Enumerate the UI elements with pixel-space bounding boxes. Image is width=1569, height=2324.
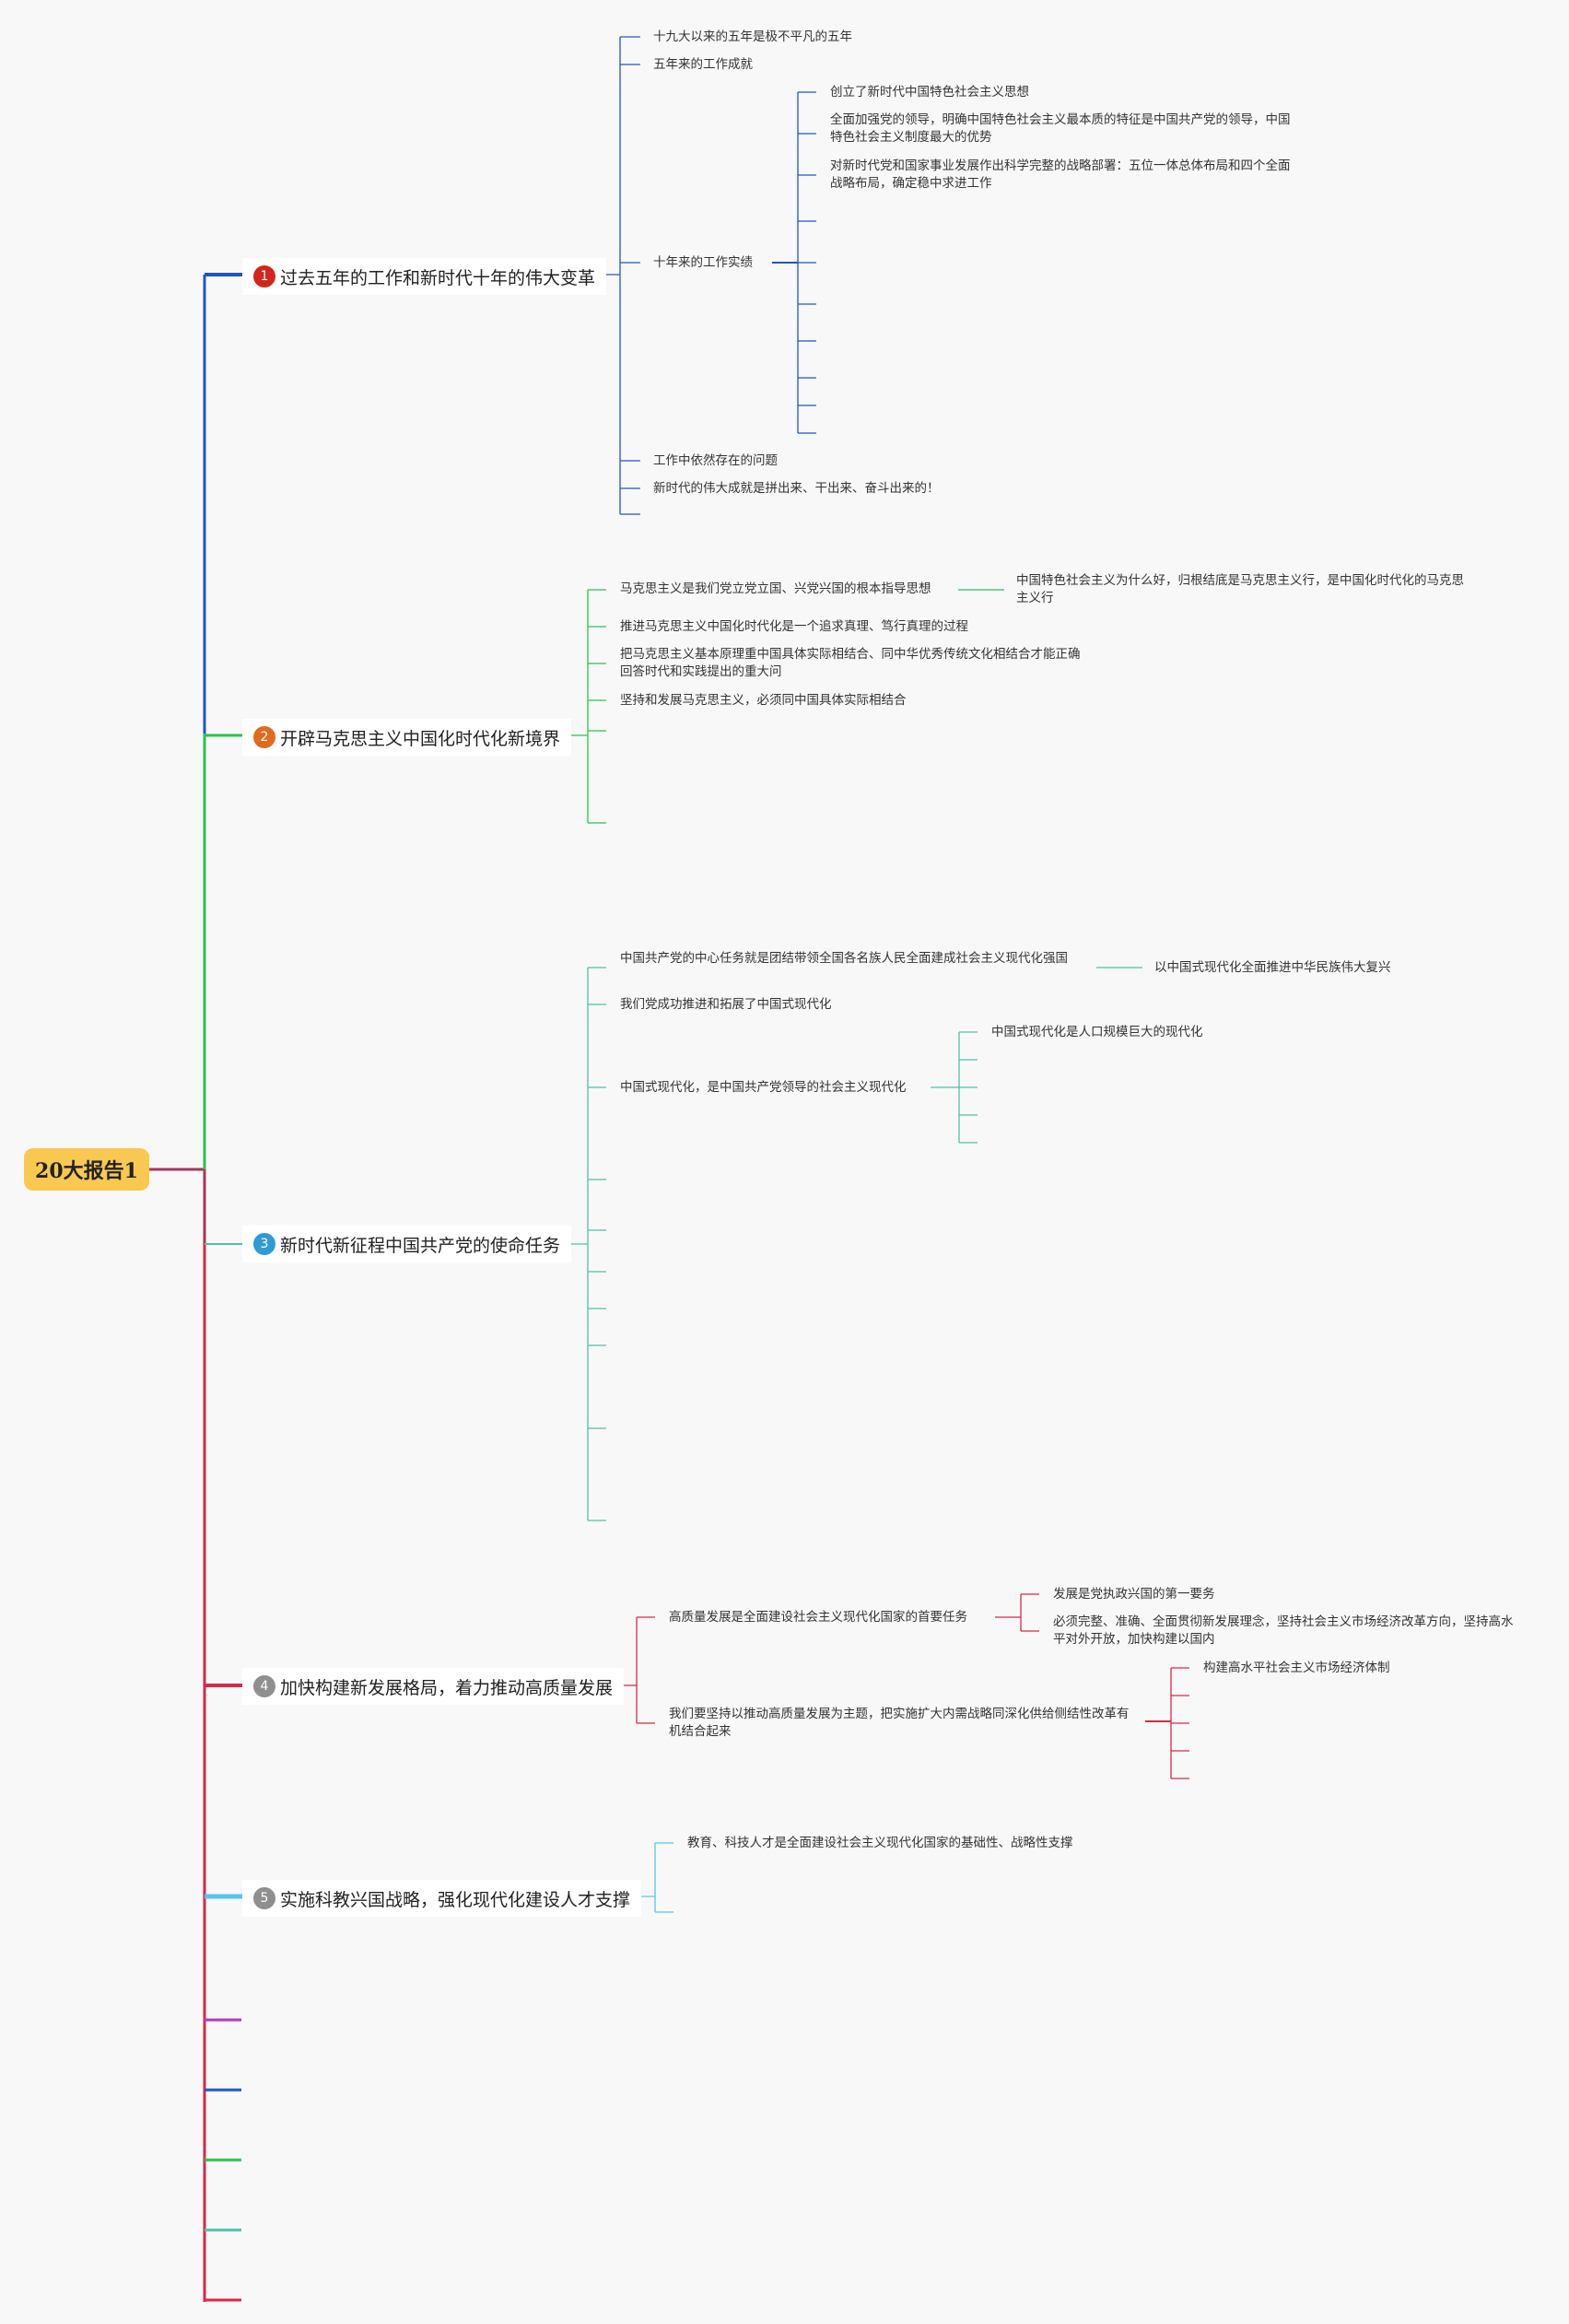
branch-3[interactable]: 3 新时代新征程中国共产党的使命任务 (242, 1226, 572, 1262)
b4-leaf-1[interactable]: 高质量发展是全面建设社会主义现代化国家的首要任务 (669, 1610, 967, 1625)
branch-5-label: 实施科教兴国战略，强化现代化建设人才支撑 (280, 1889, 631, 1910)
b4-leaf-2[interactable]: 我们要坚持以推动高质量发展为主题，把实施扩大内需战略同深化供给侧结性改革有机结合… (669, 1707, 1130, 1739)
branch-2-number-badge: 2 (253, 726, 275, 748)
b4-leaf-2-child[interactable]: 构建高水平社会主义市场经济体制 (1203, 1661, 1390, 1675)
branch-1[interactable]: 1 过去五年的工作和新时代十年的伟大变革 (242, 258, 607, 295)
b2-leaf-2[interactable]: 推进马克思主义中国化时代化是一个追求真理、笃行真理的过程 (620, 619, 968, 634)
b3-leaf-3-child[interactable]: 中国式现代化是人口规模巨大的现代化 (991, 1025, 1203, 1039)
branch-4[interactable]: 4 加快构建新发展格局，着力推动高质量发展 (242, 1668, 625, 1705)
branch-4-label: 加快构建新发展格局，着力推动高质量发展 (280, 1677, 614, 1698)
b1-leaf-3-child-2[interactable]: 全面加强党的领导，明确中国特色社会主义最本质的特征是中国共产党的领导，中国特色社… (830, 112, 1291, 145)
b5-leaf-1[interactable]: 教育、科技人才是全面建设社会主义现代化国家的基础性、战略性支撑 (687, 1836, 1073, 1850)
branch-1-label: 过去五年的工作和新时代十年的伟大变革 (280, 267, 596, 288)
b1-leaf-1[interactable]: 十九大以来的五年是极不平凡的五年 (653, 29, 852, 44)
b2-leaf-1-child[interactable]: 中国特色社会主义为什么好，归根结底是马克思主义行，是中国化时代化的马克思主义行 (1016, 573, 1464, 605)
b3-leaf-3[interactable]: 中国式现代化，是中国共产党领导的社会主义现代化 (620, 1080, 907, 1095)
b2-leaf-3[interactable]: 把马克思主义基本原理重中国具体实际相结合、同中华优秀传统文化相结合才能正确回答时… (620, 647, 1081, 679)
root-topic-label: 20大报告1 (35, 1159, 138, 1183)
branch-2[interactable]: 2 开辟马克思主义中国化时代化新境界 (242, 719, 572, 756)
branch-4-number-badge: 4 (253, 1675, 275, 1697)
b1-leaf-3-child-3[interactable]: 对新时代党和国家事业发展作出科学完整的战略部署：五位一体总体布局和四个全面战略布… (830, 158, 1291, 191)
b4-leaf-1-child-1[interactable]: 发展是党执政兴国的第一要务 (1053, 1587, 1215, 1602)
branch-1-number-badge: 1 (253, 265, 275, 288)
b1-leaf-3-child-1[interactable]: 创立了新时代中国特色社会主义思想 (830, 85, 1029, 100)
b3-leaf-2[interactable]: 我们党成功推进和拓展了中国式现代化 (620, 997, 832, 1012)
b1-leaf-2[interactable]: 五年来的工作成就 (653, 57, 753, 72)
b1-leaf-5[interactable]: 新时代的伟大成就是拼出来、干出来、奋斗出来的！ (653, 481, 940, 496)
branch-3-number-badge: 3 (253, 1233, 275, 1255)
b2-leaf-1[interactable]: 马克思主义是我们党立党立国、兴党兴国的根本指导思想 (620, 581, 931, 596)
b3-leaf-1-child[interactable]: 以中国式现代化全面推进中华民族伟大复兴 (1154, 960, 1391, 975)
branch-3-label: 新时代新征程中国共产党的使命任务 (280, 1235, 561, 1256)
branch-5-number-badge: 5 (253, 1887, 275, 1909)
branch-5[interactable]: 5 实施科教兴国战略，强化现代化建设人才支撑 (242, 1880, 642, 1917)
b3-leaf-1[interactable]: 中国共产党的中心任务就是团结带领全国各名族人民全面建成社会主义现代化强国 (620, 951, 1068, 966)
b1-leaf-4[interactable]: 工作中依然存在的问题 (653, 453, 778, 468)
b4-leaf-1-child-2[interactable]: 必须完整、准确、全面贯彻新发展理念，坚持社会主义市场经济改革方向，坚持高水平对外… (1053, 1614, 1514, 1647)
branch-2-label: 开辟马克思主义中国化时代化新境界 (280, 728, 561, 749)
b2-leaf-4[interactable]: 坚持和发展马克思主义，必须同中国具体实际相结合 (620, 693, 907, 708)
b1-leaf-3[interactable]: 十年来的工作实绩 (653, 255, 753, 270)
root-topic[interactable]: 20大报告1 (24, 1148, 149, 1191)
